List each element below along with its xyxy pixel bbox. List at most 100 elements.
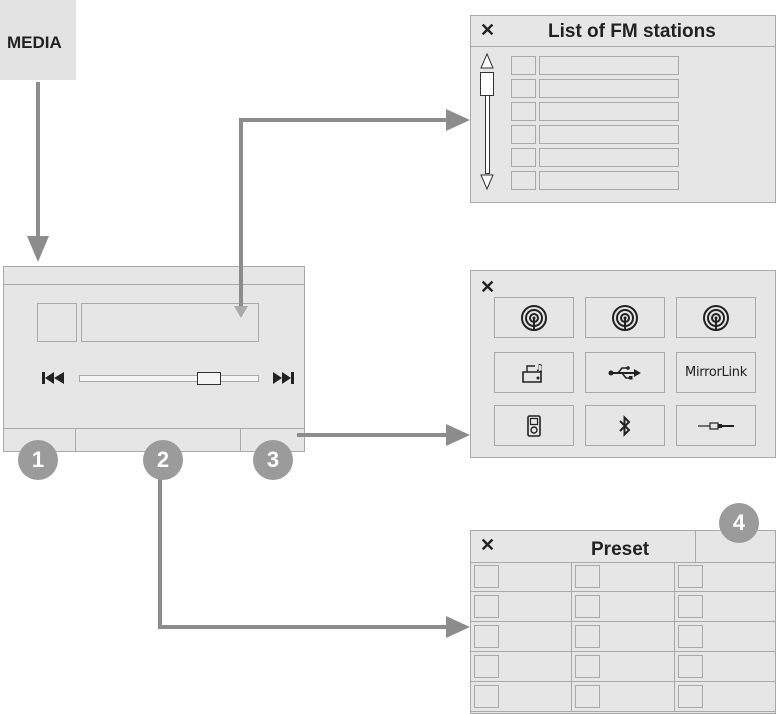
source-button-radio-icon[interactable] xyxy=(585,297,665,338)
arrow-head-preset xyxy=(446,616,470,638)
callout-3: 3 xyxy=(253,440,293,480)
fm-station-name-cell[interactable] xyxy=(539,102,679,121)
source-button-bluetooth-icon[interactable] xyxy=(585,405,665,446)
preset-slot-icon-box xyxy=(678,625,703,648)
fm-station-name-cell[interactable] xyxy=(539,171,679,190)
fm-station-preset-cell[interactable] xyxy=(511,102,536,121)
fm-station-name-cell[interactable] xyxy=(539,79,679,98)
fm-station-name-cell[interactable] xyxy=(539,148,679,167)
fm-list-title: List of FM stations xyxy=(548,21,716,42)
preset-slot[interactable] xyxy=(471,652,572,682)
fm-list-header xyxy=(471,16,775,47)
preset-panel: ✕ Preset xyxy=(470,530,776,714)
fm-station-list-panel: ✕ List of FM stations xyxy=(470,15,776,203)
sd-card-icon: ♫ xyxy=(521,362,547,384)
media-screen-header xyxy=(4,267,304,285)
preset-slot[interactable] xyxy=(675,652,776,682)
preset-slot[interactable] xyxy=(572,622,675,652)
fm-station-preset-cell[interactable] xyxy=(511,125,536,144)
svg-text:♫: ♫ xyxy=(535,363,544,374)
progress-thumb[interactable] xyxy=(197,372,221,385)
preset-slot-icon-box xyxy=(575,565,600,588)
source-button-ipod-icon[interactable] xyxy=(494,405,574,446)
arrow-2-to-preset xyxy=(158,478,448,629)
fm-station-preset-cell[interactable] xyxy=(511,148,536,167)
previous-track-icon[interactable] xyxy=(41,371,67,385)
preset-slot[interactable] xyxy=(471,622,572,652)
preset-slot[interactable] xyxy=(675,682,776,712)
preset-slot-icon-box xyxy=(678,565,703,588)
preset-slot[interactable] xyxy=(471,592,572,622)
media-screen xyxy=(3,266,305,452)
fm-station-name-cell[interactable] xyxy=(539,56,679,75)
aux-cable-icon xyxy=(696,420,736,432)
preset-header-divider xyxy=(695,531,696,562)
source-button-sd-card-icon[interactable]: ♫ xyxy=(494,352,574,393)
preset-slot[interactable] xyxy=(675,622,776,652)
cover-art-box xyxy=(37,303,77,342)
radio-icon xyxy=(702,304,730,332)
radio-icon xyxy=(611,304,639,332)
preset-title: Preset xyxy=(591,539,650,560)
fm-station-preset-cell[interactable] xyxy=(511,56,536,75)
preset-slot-icon-box xyxy=(575,595,600,618)
preset-slot[interactable] xyxy=(471,682,572,712)
bluetooth-icon xyxy=(618,414,632,437)
fm-station-preset-cell[interactable] xyxy=(511,79,536,98)
fm-station-name-cell[interactable] xyxy=(539,125,679,144)
mirrorlink-logo: MirrorLink xyxy=(685,365,747,380)
bottom-bar xyxy=(4,428,304,453)
bottom-button-1[interactable] xyxy=(4,428,76,452)
preset-slot[interactable] xyxy=(572,682,675,712)
preset-header xyxy=(471,531,775,563)
scroll-up-icon[interactable] xyxy=(480,52,494,74)
scroll-down-icon[interactable] xyxy=(480,174,494,195)
preset-slot[interactable] xyxy=(572,592,675,622)
source-button-usb-icon[interactable] xyxy=(585,352,665,393)
ipod-icon xyxy=(527,414,541,437)
arrow-track-to-fm-list xyxy=(239,118,448,308)
preset-slot[interactable] xyxy=(572,652,675,682)
preset-slot-icon-box xyxy=(474,595,499,618)
preset-slot-icon-box xyxy=(474,685,499,708)
media-button[interactable]: MEDIA xyxy=(0,0,76,80)
bottom-button-2[interactable] xyxy=(76,428,241,452)
preset-slot-icon-box xyxy=(575,685,600,708)
scrollbar-thumb[interactable] xyxy=(480,72,494,96)
preset-slot[interactable] xyxy=(572,562,675,592)
callout-1: 1 xyxy=(18,440,58,480)
preset-slot-icon-box xyxy=(575,655,600,678)
preset-slot-icon-box xyxy=(678,685,703,708)
close-icon[interactable]: ✕ xyxy=(480,20,496,40)
source-button-radio-icon[interactable] xyxy=(676,297,756,338)
close-icon[interactable]: ✕ xyxy=(480,535,496,555)
track-info-box xyxy=(81,303,259,342)
preset-slot[interactable] xyxy=(471,562,572,592)
sources-panel: ✕ ♫ MirrorLink xyxy=(470,270,776,458)
preset-slot-icon-box xyxy=(678,595,703,618)
source-button-radio-icon[interactable] xyxy=(494,297,574,338)
arrow-tail-track xyxy=(234,306,248,318)
usb-icon xyxy=(608,365,642,381)
source-button-mirrorlink-logo[interactable]: MirrorLink xyxy=(676,352,756,393)
progress-track[interactable] xyxy=(79,375,259,382)
preset-slot[interactable] xyxy=(675,592,776,622)
callout-2: 2 xyxy=(143,440,183,480)
arrow-head-down xyxy=(27,236,49,262)
preset-slot[interactable] xyxy=(675,562,776,592)
fm-station-preset-cell[interactable] xyxy=(511,171,536,190)
radio-icon xyxy=(520,304,548,332)
arrow-head-sources xyxy=(446,424,470,446)
preset-slot-icon-box xyxy=(474,565,499,588)
arrow-head-fm xyxy=(446,109,470,131)
preset-slot-icon-box xyxy=(575,625,600,648)
source-button-aux-cable-icon[interactable] xyxy=(676,405,756,446)
media-button-label: MEDIA xyxy=(7,33,62,52)
preset-slot-icon-box xyxy=(678,655,703,678)
close-icon[interactable]: ✕ xyxy=(480,277,496,297)
callout-4: 4 xyxy=(719,503,759,543)
next-track-icon[interactable] xyxy=(270,371,296,385)
preset-slot-icon-box xyxy=(474,625,499,648)
preset-slot-icon-box xyxy=(474,655,499,678)
